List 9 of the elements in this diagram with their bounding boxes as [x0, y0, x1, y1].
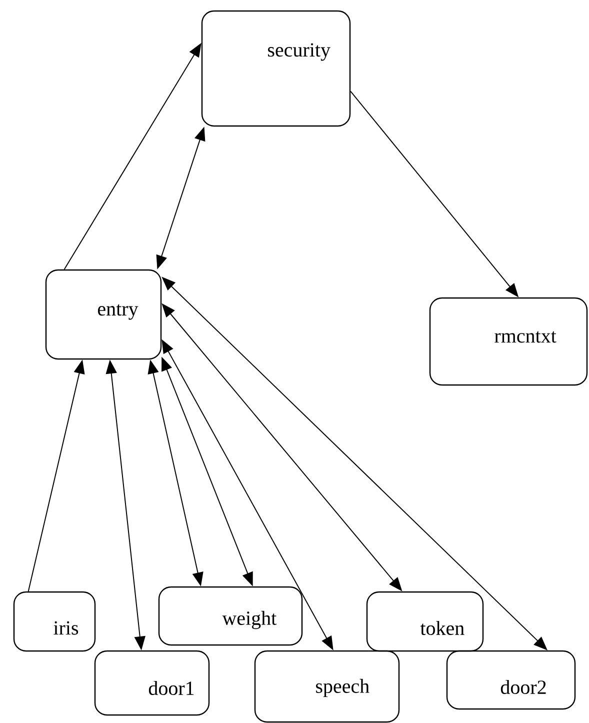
process-box: entry: [45, 269, 162, 360]
process-box: door2: [446, 650, 576, 710]
process-box: iris: [13, 591, 96, 652]
process-box: door1: [94, 650, 210, 716]
process-box: speech: [254, 650, 400, 723]
process-box: rmcntxt: [429, 297, 588, 386]
process-box: weight: [158, 586, 303, 646]
process-box: token: [366, 591, 484, 652]
process-box: security: [201, 10, 351, 127]
